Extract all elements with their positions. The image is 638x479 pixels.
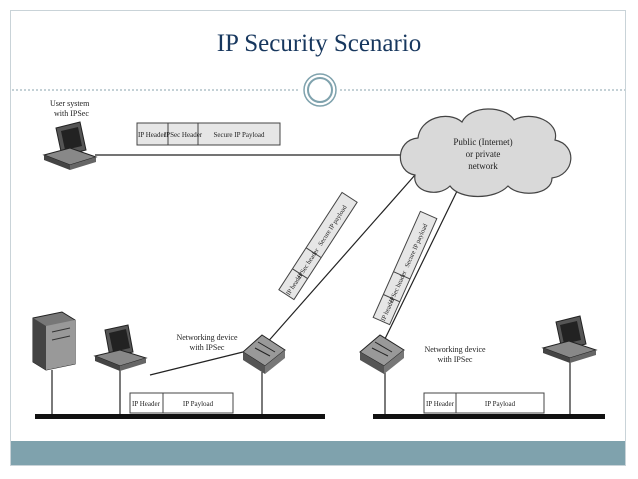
slide-title: IP Security Scenario — [216, 30, 422, 57]
right-device-label-line1: Networking device — [424, 345, 486, 354]
footer-bar — [11, 441, 625, 465]
right-device-label-line2: with IPSec — [438, 355, 473, 364]
server-tower-icon — [32, 311, 76, 414]
cloud-label-line3: network — [468, 161, 498, 171]
diagonal-packet-right: IP header IPSec header Secure IP payload — [372, 210, 438, 326]
title-divider — [12, 73, 625, 107]
user-system: User system with IPSec — [42, 99, 98, 170]
cloud-label-line2: or private — [466, 149, 501, 159]
right-lan: Networking device with IPSec IP Header I… — [359, 315, 605, 419]
top-packet-secure-payload: Secure IP Payload — [213, 131, 265, 139]
slide-frame — [10, 10, 626, 466]
internet-cloud: Public (Internet) or private network — [399, 108, 572, 197]
left-lan: IP Header IP Payload Networking device w… — [32, 311, 325, 419]
right-lan-bus — [373, 414, 605, 419]
left-lan-ip-header: IP Header — [132, 400, 161, 408]
networking-device-icon — [359, 334, 405, 414]
top-packet-ipsec-header: IPSec Header — [164, 131, 203, 139]
left-lan-ip-payload: IP Payload — [183, 400, 214, 408]
diagonal-packet-left: IP header IPSec header Secure IP payload — [278, 191, 358, 301]
right-lan-ip-header: IP Header — [426, 400, 455, 408]
user-system-label-line2: with IPSec — [54, 109, 89, 118]
left-lan-packet: IP Header IP Payload — [129, 392, 234, 414]
left-lan-bus — [35, 414, 325, 419]
networking-device-icon — [242, 334, 286, 414]
right-lan-packet: IP Header IP Payload — [423, 392, 545, 414]
left-device-label-line1: Networking device — [176, 333, 238, 342]
network-links — [95, 154, 461, 376]
cloud-label-line1: Public (Internet) — [453, 137, 512, 147]
left-device-label-line2: with IPSec — [190, 343, 225, 352]
top-packet: IP Header IPSec Header Secure IP Payload — [136, 122, 281, 146]
desktop-computer-icon — [93, 324, 148, 414]
top-packet-ip-header: IP Header — [138, 131, 167, 139]
right-lan-ip-payload: IP Payload — [485, 400, 516, 408]
user-system-label-line1: User system — [50, 99, 90, 108]
desktop-computer-icon — [42, 121, 98, 170]
desktop-computer-icon — [541, 315, 598, 414]
